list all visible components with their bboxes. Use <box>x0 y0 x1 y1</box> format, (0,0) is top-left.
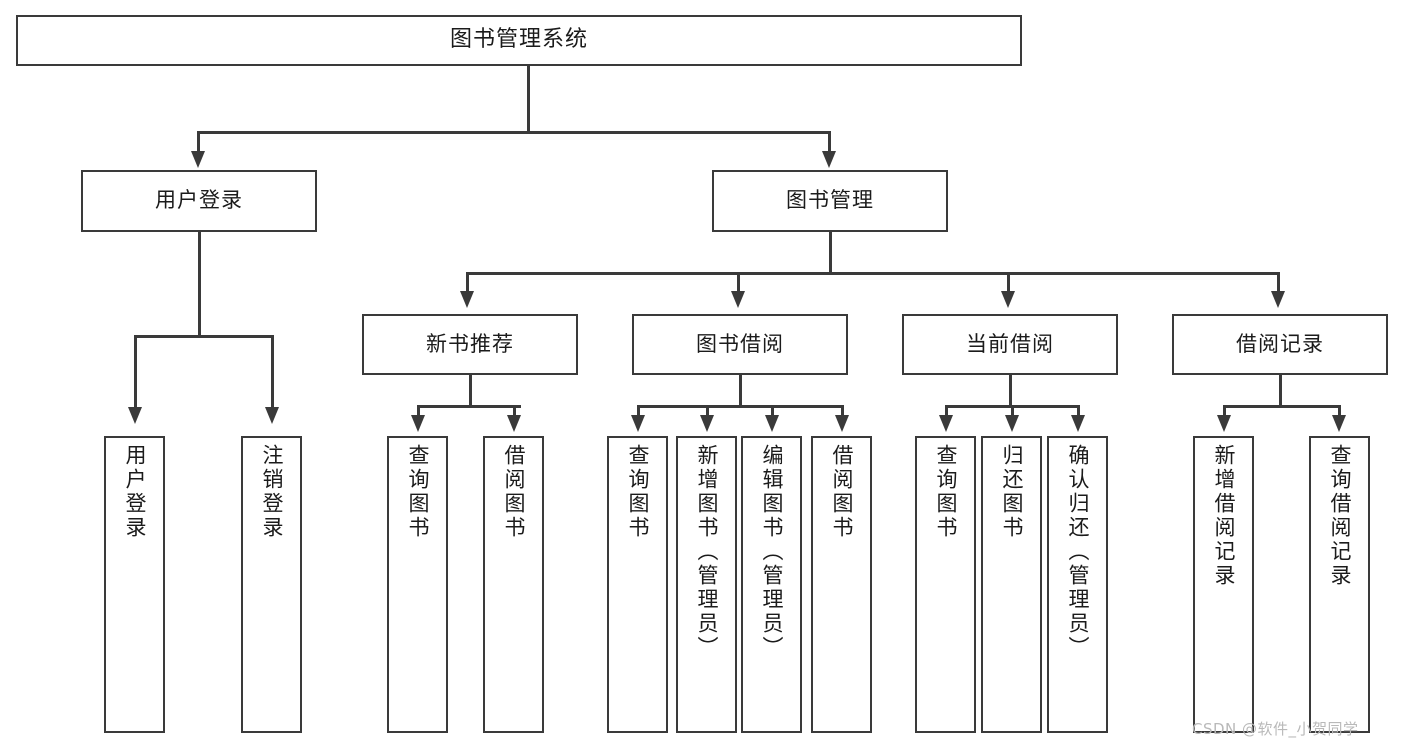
leaf-edit-book-admin[interactable]: 编辑图书（管理员） <box>741 436 802 733</box>
connector-newbook-drop-2 <box>513 405 516 417</box>
node-label: 查询借阅记录 <box>1328 444 1352 588</box>
leaf-logout[interactable]: 注销登录 <box>241 436 302 733</box>
leaf-query-book-current[interactable]: 查询图书 <box>915 436 976 733</box>
leaf-borrow-book-recommend[interactable]: 借阅图书 <box>483 436 544 733</box>
arrow-currentborrow-leaf-1 <box>939 415 953 432</box>
arrow-bookborrow-leaf-1 <box>631 415 645 432</box>
connector-bookborrow-bus <box>637 405 843 408</box>
connector-currentborrow-drop-3 <box>1077 405 1080 417</box>
arrow-currentborrow-leaf-3 <box>1071 415 1085 432</box>
node-label: 借阅图书 <box>830 444 854 540</box>
arrow-currentborrow-leaf-2 <box>1005 415 1019 432</box>
node-label: 新增图书（管理员） <box>695 444 719 660</box>
node-label: 当前借阅 <box>966 331 1054 356</box>
connector-bookborrow-drop-4 <box>841 405 844 417</box>
arrow-to-book-borrow <box>731 291 745 308</box>
connector-book-mgmt-drop-1 <box>466 272 469 294</box>
arrow-newbook-leaf-1 <box>411 415 425 432</box>
connector-newbook-drop-1 <box>417 405 420 417</box>
connector-currentborrow-drop-1 <box>945 405 948 417</box>
connector-bookborrow-drop-2 <box>706 405 709 417</box>
connector-bookborrow-drop-3 <box>771 405 774 417</box>
node-label: 查询图书 <box>934 444 958 540</box>
connector-newbook-bus <box>417 405 521 408</box>
node-label: 注销登录 <box>260 444 284 540</box>
node-label: 查询图书 <box>626 444 650 540</box>
arrow-to-new-book-recommend <box>460 291 474 308</box>
leaf-query-book-borrow[interactable]: 查询图书 <box>607 436 668 733</box>
node-label: 编辑图书（管理员） <box>760 444 784 660</box>
arrow-to-leaf-user-login <box>128 407 142 424</box>
connector-bookborrow-drop-1 <box>637 405 640 417</box>
leaf-user-login[interactable]: 用户登录 <box>104 436 165 733</box>
connector-root-bus <box>197 131 830 134</box>
node-borrow-record[interactable]: 借阅记录 <box>1172 314 1388 375</box>
connector-newbook-stem <box>469 375 472 407</box>
node-label: 确认归还（管理员） <box>1066 444 1090 660</box>
connector-book-mgmt-drop-2 <box>737 272 740 294</box>
node-book-borrow[interactable]: 图书借阅 <box>632 314 848 375</box>
arrow-to-leaf-logout <box>265 407 279 424</box>
connector-root-to-book-mgmt <box>828 131 831 154</box>
node-new-book-recommend[interactable]: 新书推荐 <box>362 314 578 375</box>
leaf-borrow-book[interactable]: 借阅图书 <box>811 436 872 733</box>
connector-user-login-drop-2 <box>271 335 274 410</box>
node-root-system[interactable]: 图书管理系统 <box>16 15 1022 66</box>
node-label: 用户登录 <box>123 444 147 540</box>
node-label: 借阅记录 <box>1236 331 1324 356</box>
arrow-bookborrow-leaf-4 <box>835 415 849 432</box>
leaf-add-borrow-record[interactable]: 新增借阅记录 <box>1193 436 1254 733</box>
node-label: 新增借阅记录 <box>1212 444 1236 588</box>
csdn-watermark: CSDN @软件_小贺同学 <box>1192 720 1359 738</box>
connector-book-mgmt-drop-4 <box>1277 272 1280 294</box>
connector-root-to-user-login <box>197 131 200 154</box>
node-current-borrow[interactable]: 当前借阅 <box>902 314 1118 375</box>
node-label: 图书借阅 <box>696 331 784 356</box>
connector-borrowrecord-drop-2 <box>1338 405 1341 417</box>
connector-user-login-drop-1 <box>134 335 137 410</box>
leaf-query-book-recommend[interactable]: 查询图书 <box>387 436 448 733</box>
connector-user-login-bus <box>134 335 273 338</box>
arrow-newbook-leaf-2 <box>507 415 521 432</box>
connector-book-mgmt-bus <box>466 272 1280 275</box>
connector-borrowrecord-bus <box>1223 405 1340 408</box>
node-label: 借阅图书 <box>502 444 526 540</box>
connector-book-mgmt-stem <box>829 232 832 274</box>
arrow-root-to-user-login <box>191 151 205 168</box>
leaf-return-book[interactable]: 归还图书 <box>981 436 1042 733</box>
arrow-bookborrow-leaf-3 <box>765 415 779 432</box>
arrow-to-current-borrow <box>1001 291 1015 308</box>
node-label: 新书推荐 <box>426 331 514 356</box>
arrow-to-borrow-record <box>1271 291 1285 308</box>
node-label: 用户登录 <box>155 188 243 213</box>
arrow-bookborrow-leaf-2 <box>700 415 714 432</box>
node-label: 归还图书 <box>1000 444 1024 540</box>
connector-book-mgmt-drop-3 <box>1007 272 1010 294</box>
connector-borrowrecord-stem <box>1279 375 1282 407</box>
leaf-query-borrow-record[interactable]: 查询借阅记录 <box>1309 436 1370 733</box>
leaf-add-book-admin[interactable]: 新增图书（管理员） <box>676 436 737 733</box>
arrow-root-to-book-mgmt <box>822 151 836 168</box>
connector-borrowrecord-drop-1 <box>1223 405 1226 417</box>
node-label: 查询图书 <box>406 444 430 540</box>
node-label: 图书管理 <box>786 188 874 213</box>
arrow-borrowrecord-leaf-1 <box>1217 415 1231 432</box>
arrow-borrowrecord-leaf-2 <box>1332 415 1346 432</box>
leaf-confirm-return-admin[interactable]: 确认归还（管理员） <box>1047 436 1108 733</box>
node-book-management[interactable]: 图书管理 <box>712 170 948 232</box>
connector-user-login-stem <box>198 232 201 337</box>
connector-currentborrow-stem <box>1009 375 1012 407</box>
node-user-login[interactable]: 用户登录 <box>81 170 317 232</box>
node-label: 图书管理系统 <box>449 27 588 53</box>
connector-currentborrow-drop-2 <box>1011 405 1014 417</box>
connector-bookborrow-stem <box>739 375 742 407</box>
connector-root-stem <box>527 66 530 133</box>
